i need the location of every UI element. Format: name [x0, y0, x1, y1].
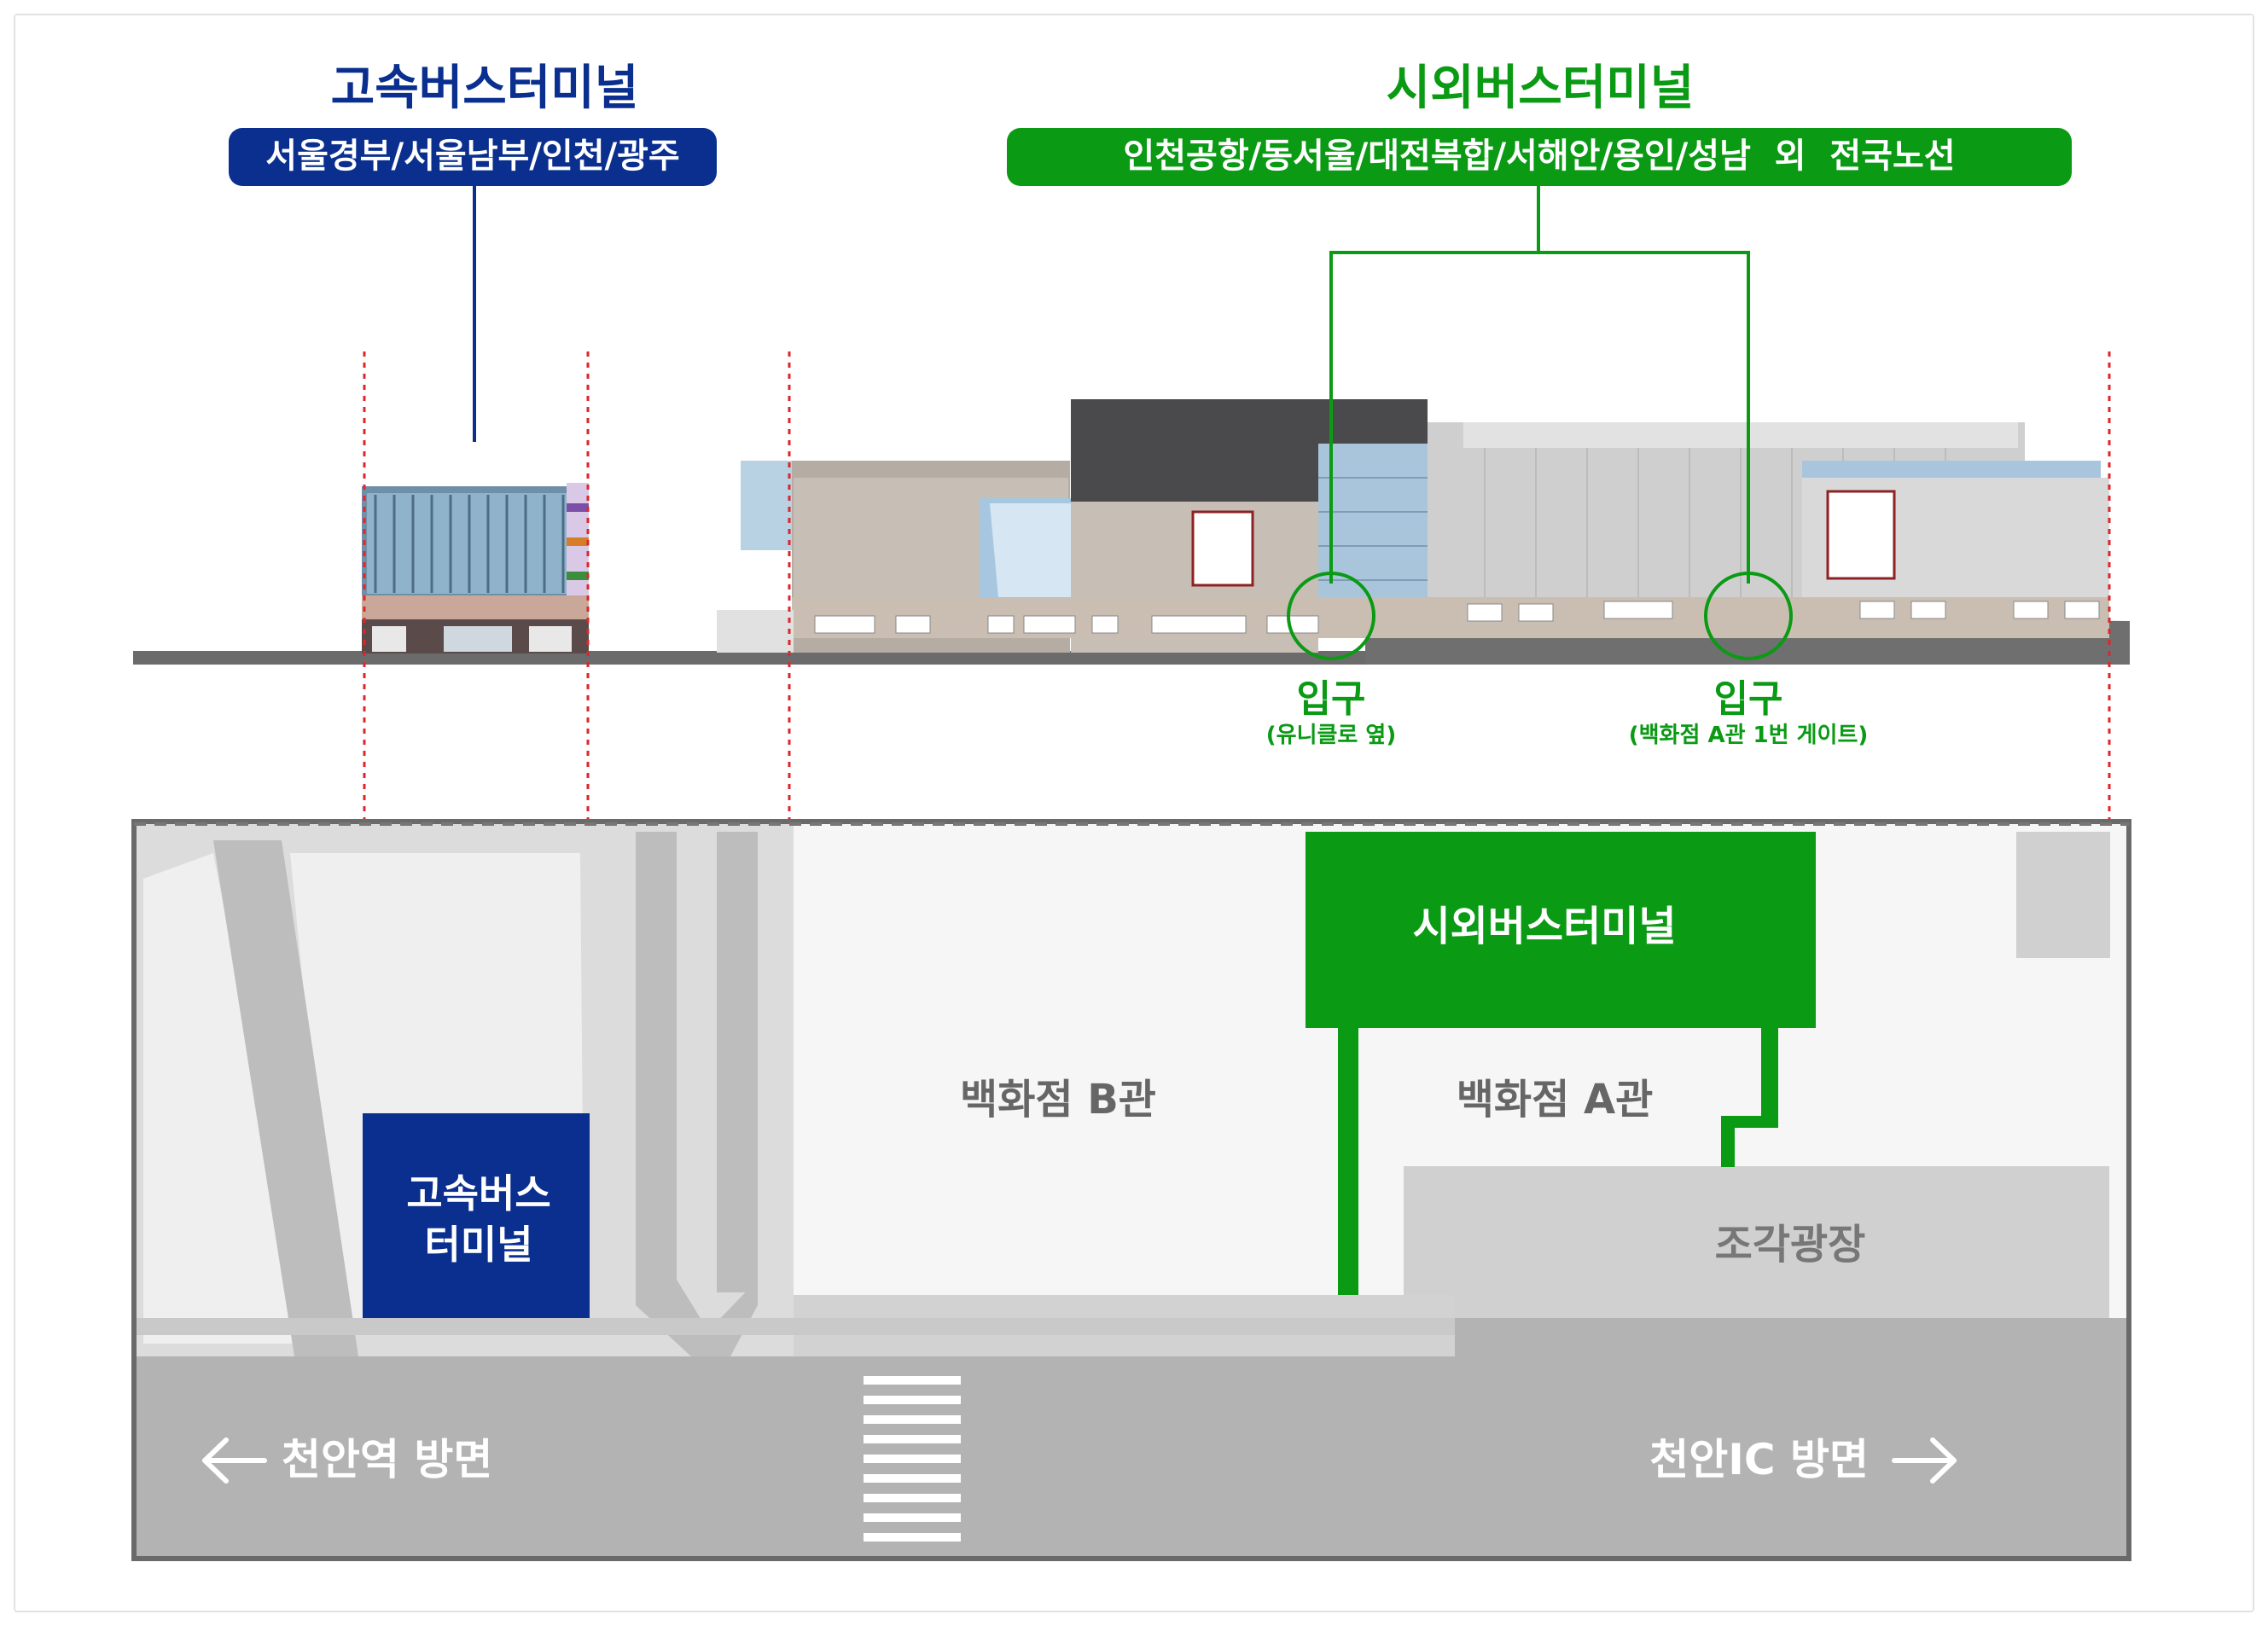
main-road	[134, 1318, 2129, 1559]
express-terminal-title: 고속버스터미널	[331, 61, 639, 116]
express-terminal-map-label-line2: 터미널	[425, 1222, 533, 1268]
intercity-terminal-block	[1306, 832, 1816, 1028]
dept-store-b-label: 백화점 B관	[960, 1076, 1156, 1124]
express-routes: 서울경부/서울남부/인천/광주	[265, 136, 679, 176]
sculpture-plaza-label: 조각광장	[1715, 1221, 1866, 1269]
crosswalk	[864, 1376, 961, 1542]
intercity-terminal-title: 시외버스터미널	[1387, 61, 1695, 116]
entrance-1-note: (유니클로 옆)	[1266, 723, 1396, 748]
direction-right-label: 천안IC 방면	[1649, 1435, 1869, 1484]
entrance-1-label: 입구	[1297, 677, 1366, 721]
site-plan	[131, 819, 2131, 1561]
arrow-right-icon	[1892, 1437, 1957, 1484]
intercity-routes-badge	[1007, 128, 2072, 186]
entrance-2-label: 입구	[1714, 677, 1783, 721]
intercity-terminal-map-label: 시외버스터미널	[1412, 903, 1676, 950]
arrow-left-icon	[202, 1437, 267, 1484]
intercity-walkways	[1338, 1024, 1778, 1295]
express-terminal-map-label-line1: 고속버스	[406, 1170, 550, 1217]
department-store-building	[717, 399, 2109, 653]
dept-store-a-label: 백화점 A관	[1457, 1076, 1654, 1124]
sculpture-plaza-area	[1404, 1166, 2109, 1318]
express-terminal-block	[363, 1113, 590, 1318]
elevation-view	[133, 186, 2130, 1384]
intercity-routes: 인천공항/동서울/대전복합/서해안/용인/성남 외 전국노선	[1123, 136, 1955, 176]
access-roads	[213, 832, 758, 1356]
entrance-2-note: (백화점 A관 1번 게이트)	[1629, 723, 1869, 748]
direction-left-label: 천안역 방면	[282, 1435, 492, 1484]
express-routes-badge	[229, 128, 717, 186]
express-terminal-building	[362, 483, 589, 653]
intercity-connector-lines	[1287, 186, 1793, 660]
